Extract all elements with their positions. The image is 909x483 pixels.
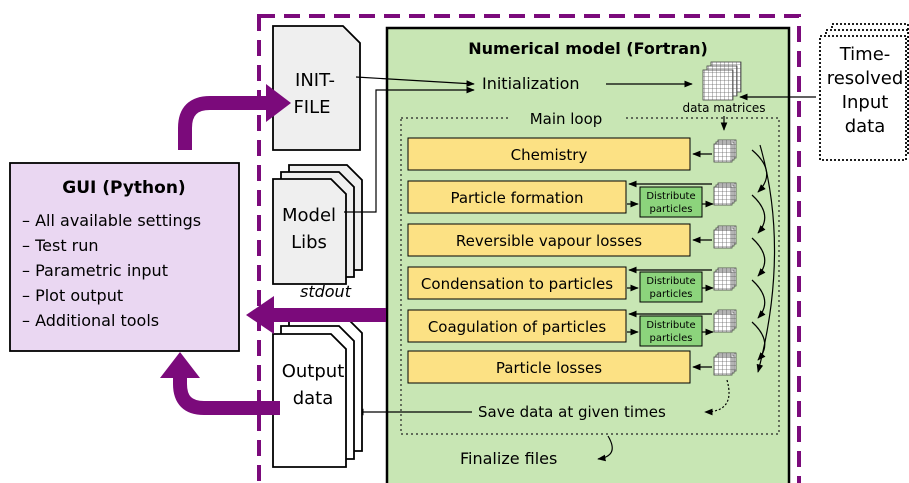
input-data-label-1: Time- bbox=[839, 44, 891, 65]
reversible-vapour-losses-step-label: Reversible vapour losses bbox=[456, 232, 642, 250]
gui-item-5: – Additional tools bbox=[22, 311, 159, 330]
svg-text:particles: particles bbox=[650, 289, 693, 300]
svg-text:Distribute: Distribute bbox=[646, 320, 695, 331]
init-file-label-2: FILE bbox=[293, 97, 330, 118]
distribute-particles-box-3: Distribute particles bbox=[639, 315, 703, 347]
input-data-label-2: resolved bbox=[827, 68, 904, 89]
model-libs-label-2: Libs bbox=[291, 232, 327, 253]
matrix-cube-6 bbox=[713, 352, 737, 376]
svg-text:particles: particles bbox=[650, 333, 693, 344]
svg-text:particles: particles bbox=[650, 204, 693, 215]
input-data-label-4: data bbox=[845, 116, 886, 137]
matrix-cube-4 bbox=[713, 267, 737, 291]
model-libs-icon bbox=[272, 164, 363, 285]
gui-item-1: – All available settings bbox=[22, 211, 201, 230]
output-data-label-2: data bbox=[293, 388, 334, 409]
input-data-icon bbox=[819, 23, 909, 161]
coagulation-step-label: Coagulation of particles bbox=[428, 318, 607, 336]
particle-losses-step-label: Particle losses bbox=[496, 359, 602, 377]
matrix-cube-3 bbox=[713, 225, 737, 249]
numerical-model-title: Numerical model (Fortran) bbox=[468, 39, 708, 58]
gui-item-3: – Parametric input bbox=[22, 261, 168, 280]
reversible-vapour-losses-step bbox=[407, 223, 691, 257]
output-to-gui-arrow bbox=[173, 372, 280, 415]
particle-formation-step bbox=[407, 180, 627, 214]
condensation-step-label: Condensation to particles bbox=[421, 275, 613, 293]
svg-text:Distribute: Distribute bbox=[646, 191, 695, 202]
gui-box bbox=[9, 162, 240, 352]
gui-title: GUI (Python) bbox=[62, 178, 185, 198]
data-matrices-label: data matrices bbox=[682, 101, 765, 115]
init-file-label-1: INIT- bbox=[295, 70, 335, 91]
gui-to-init-arrow bbox=[178, 96, 270, 150]
program-boundary-frame bbox=[257, 14, 801, 483]
chemistry-step bbox=[407, 137, 691, 171]
main-loop-box bbox=[400, 117, 780, 435]
stdout-label: stdout bbox=[300, 282, 352, 301]
distribute-particles-box-2: Distribute particles bbox=[639, 271, 703, 303]
matrix-cube-2 bbox=[713, 182, 737, 206]
particle-losses-step bbox=[407, 350, 691, 384]
gui-item-2: – Test run bbox=[22, 236, 99, 255]
finalize-files-label: Finalize files bbox=[460, 449, 557, 468]
matrix-cube-1 bbox=[713, 139, 737, 163]
condensation-step bbox=[407, 266, 627, 300]
chemistry-step-label: Chemistry bbox=[511, 146, 588, 164]
input-data-label-3: Input bbox=[842, 92, 889, 113]
output-data-label-1: Output bbox=[282, 361, 345, 382]
save-data-label: Save data at given times bbox=[478, 403, 666, 421]
coagulation-step bbox=[407, 309, 627, 343]
main-loop-label: Main loop bbox=[530, 110, 603, 128]
init-file-icon bbox=[272, 25, 361, 151]
matrix-cube-5 bbox=[713, 309, 737, 333]
data-matrices-icon bbox=[702, 61, 742, 101]
model-libs-label-1: Model bbox=[282, 205, 336, 226]
particle-formation-step-label: Particle formation bbox=[450, 189, 583, 207]
gui-item-4: – Plot output bbox=[22, 286, 123, 305]
output-data-icon bbox=[272, 317, 363, 468]
distribute-particles-box-1: Distribute particles bbox=[639, 186, 703, 218]
svg-text:Distribute: Distribute bbox=[646, 276, 695, 287]
initialization-label: Initialization bbox=[482, 74, 580, 93]
